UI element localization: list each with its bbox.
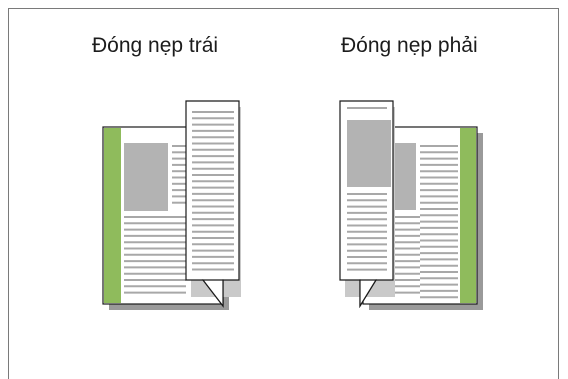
right-binding-strip — [460, 128, 476, 303]
right-flap-photo-block — [347, 120, 391, 187]
